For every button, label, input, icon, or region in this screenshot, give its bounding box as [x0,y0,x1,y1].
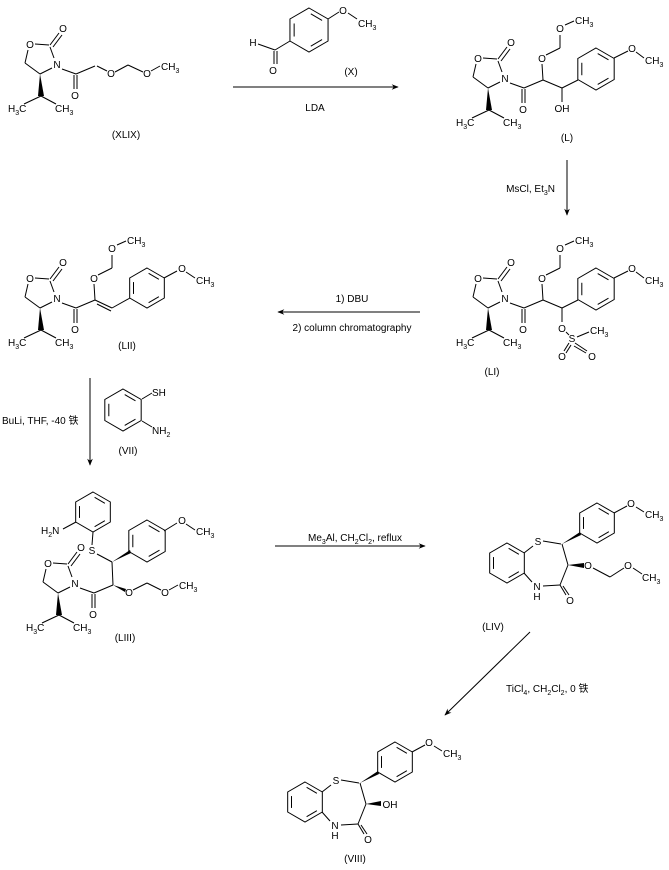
compound-label-viii: (VIII) [344,854,366,865]
svg-text:O: O [143,69,151,80]
svg-text:NH2: NH2 [152,426,170,439]
compound-xlix-structure: O O CH3 [7,23,179,118]
svg-text:O: O [624,561,632,572]
reagent-mscl: MsCl, Et3N [506,184,555,197]
benzene-ring [577,47,615,91]
double-bond [124,394,136,402]
svg-text:O: O [628,44,636,55]
svg-text:CH3: CH3 [642,573,660,586]
svg-text:S: S [89,546,96,557]
double-bond [396,746,408,754]
benzene-ring [377,741,413,783]
svg-text:CH3: CH3 [196,276,214,289]
reagent-me3al: Me3Al, CH2Cl2, reflux [308,533,402,546]
svg-text:CH3: CH3 [161,62,179,75]
svg-text:OH: OH [383,800,398,811]
svg-text:O: O [178,516,186,527]
compound-li-structure: O S CH3 O O O CH3 [455,235,663,363]
double-bond [597,53,609,61]
compound-label-l: (L) [561,133,573,144]
reagent-ticl4: TiCl4, CH2Cl2, 0 铁 [506,682,588,697]
double-bond [396,770,408,778]
svg-text:CH3: CH3 [645,276,663,289]
compound-viii-structure: OH [321,737,462,847]
svg-text:SH: SH [152,388,166,399]
reagent-buli: BuLi, THF, -40 铁 [2,414,79,427]
svg-text:O: O [269,66,277,77]
compound-liv-structure: O O CH3 [523,498,664,608]
svg-text:O: O [339,6,347,17]
compound-x-structure: H O O CH3 [249,6,376,77]
double-bond [124,418,136,426]
benzene-ring [104,388,142,432]
svg-text:CH3: CH3 [179,581,197,594]
compound-vii-structure: SH NH2 [141,388,170,439]
benzene-ring [129,267,165,309]
double-bond [148,296,160,304]
double-bond [148,525,160,533]
benzene-ring [128,519,166,563]
svg-text:O: O [628,264,636,275]
benzene-ring [579,502,615,544]
svg-text:O: O [125,588,133,599]
double-bond [94,496,106,504]
double-bond [597,77,609,85]
double-bond [148,549,160,557]
double-bond [508,547,520,555]
double-bond [306,810,318,818]
svg-text:O: O [558,324,566,335]
svg-text:OH: OH [555,104,570,115]
double-bond [598,531,610,539]
svg-text:S: S [569,334,576,345]
svg-text:O: O [161,588,169,599]
double-bond [508,571,520,579]
svg-text:CH3: CH3 [196,527,214,540]
compound-label-vii: (VII) [119,446,138,457]
compound-label-lii: (LII) [118,341,136,352]
reagent-dbu: 1) DBU [336,294,369,305]
double-bond [148,272,160,280]
svg-text:O: O [558,352,566,363]
svg-text:H2N: H2N [41,526,59,539]
benzene-ring [287,781,323,823]
benzene-ring [289,7,329,53]
svg-text:O: O [107,69,115,80]
double-bond [310,39,323,47]
double-bond [310,13,323,21]
compound-liii-structure: O O CH3 S O CH3 H2N [25,516,214,637]
benzene-ring [489,542,525,584]
reagent-chromatography: 2) column chromatography [293,323,412,334]
compound-label-x: (X) [344,67,357,78]
double-bond [306,786,318,794]
svg-text:O: O [588,352,596,363]
double-bond [597,273,609,281]
svg-text:CH3: CH3 [590,326,608,339]
benzene-ring [75,491,111,533]
svg-text:CH3: CH3 [645,56,663,69]
svg-text:O: O [178,264,186,275]
compound-label-li: (LI) [485,367,500,378]
double-bond [94,520,106,528]
benzene-ring [577,267,615,311]
reagent-lda: LDA [305,103,325,114]
svg-text:H: H [249,38,256,49]
compound-label-xlix: (XLIX) [112,130,140,141]
svg-text:O: O [584,561,592,572]
compound-label-liv: (LIV) [482,622,504,633]
compound-l-structure: OH O CH3 [455,15,663,132]
reaction-arrow-6 [444,631,531,716]
aromatic-rings [75,7,615,823]
compound-lii-structure: O CH3 [7,235,214,352]
svg-text:CH3: CH3 [358,19,376,32]
double-bond [597,297,609,305]
double-bond [598,507,610,515]
compound-label-liii: (LIII) [115,633,136,644]
